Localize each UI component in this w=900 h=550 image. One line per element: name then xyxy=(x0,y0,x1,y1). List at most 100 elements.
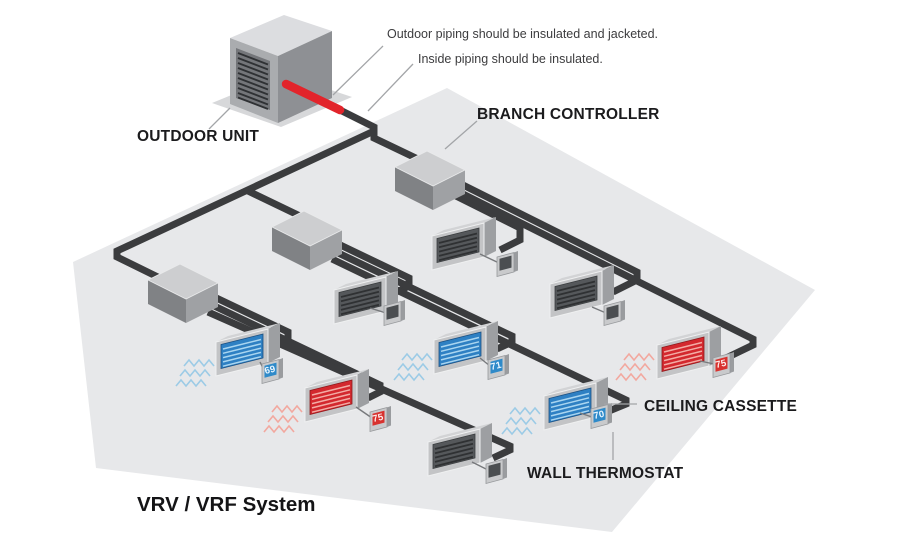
label-outdoor-unit: OUTDOOR UNIT xyxy=(137,128,259,145)
thermostat-display xyxy=(264,362,277,378)
branch-pipe-to-branch-controller-2 xyxy=(246,187,302,220)
thermostat-display xyxy=(488,462,501,478)
thermostat-side xyxy=(608,403,612,424)
thermostat-temperature: 75 xyxy=(715,358,728,371)
cassette-grille-slats xyxy=(556,280,596,310)
thermostat-temperature: 69 xyxy=(264,364,277,377)
bc-right-face xyxy=(310,230,342,270)
pipe-bc1-to-cassette-gray-upper xyxy=(446,188,524,254)
cassette-grille-slats xyxy=(438,232,478,262)
cassette-top-face xyxy=(216,323,280,342)
airflow-wave-icon xyxy=(505,416,537,426)
cassette-top-face xyxy=(434,321,498,340)
thermostat-side xyxy=(279,358,283,379)
thermostat-side xyxy=(514,251,518,272)
cassette-right-face xyxy=(268,323,280,363)
cassette-top-face xyxy=(432,217,496,236)
thermostat-side xyxy=(401,300,405,321)
ceiling-cassette-gray xyxy=(431,217,518,278)
ceiling-cassette-gray xyxy=(427,423,507,485)
thermostat-display xyxy=(372,410,385,426)
thermostat-temperature: 75 xyxy=(372,412,385,425)
cassette-right-face xyxy=(480,423,492,463)
ceiling-cassette-blue: 71 xyxy=(393,321,509,382)
cassette-grille-slats xyxy=(550,392,590,421)
thermostat-display xyxy=(606,304,619,320)
airflow-wave-icon xyxy=(615,372,647,382)
leader-branch-controller-label xyxy=(444,120,478,150)
thermostat-side xyxy=(503,458,507,479)
cassette-grille-slats xyxy=(663,341,703,370)
ceiling-cassette-red: 75 xyxy=(263,369,391,434)
airflow-wave-icon xyxy=(267,414,299,424)
cassette-top-face xyxy=(428,423,492,442)
airflow-wave-icon xyxy=(393,372,425,382)
wall-thermostat xyxy=(603,300,625,327)
leader-outdoor-piping-note xyxy=(332,45,384,96)
branch-controller-1 xyxy=(394,150,466,210)
ceiling-cassette-gray xyxy=(333,271,405,327)
label-branch-controller: BRANCH CONTROLLER xyxy=(477,106,660,123)
bc-left-face xyxy=(272,227,310,270)
thermostat-wire xyxy=(355,406,373,419)
leader-lines xyxy=(208,45,637,460)
thermostat-display xyxy=(593,407,606,423)
airflow-wave-icon xyxy=(623,352,655,362)
wall-thermostat xyxy=(485,458,507,485)
cassette-grille-slats xyxy=(340,286,380,316)
bc-left-face xyxy=(395,167,433,210)
bc-top-face xyxy=(147,263,219,300)
thermostat-display xyxy=(386,304,399,320)
wall-thermostat: 71 xyxy=(487,354,509,381)
airflow-wave-icon xyxy=(501,426,533,436)
cassette-grille-slats xyxy=(434,438,474,468)
ceiling-cassette-blue: 70 xyxy=(501,377,612,436)
branch-controller-3 xyxy=(147,263,219,323)
airflow-wave-icon xyxy=(271,404,303,414)
cassette-grille-slats xyxy=(222,338,262,367)
louver-slats xyxy=(237,52,269,110)
ceiling-cassettes: 69 75 71 70 75 xyxy=(175,217,734,485)
cassette-right-face xyxy=(486,321,498,361)
cassette-right-face xyxy=(386,271,398,311)
bc-left-face xyxy=(148,280,186,323)
wall-thermostat xyxy=(383,300,405,327)
airflow-wave-icon xyxy=(509,406,541,416)
cassette-right-face xyxy=(709,326,721,366)
thermostat-wire xyxy=(471,461,489,471)
wall-thermostat: 70 xyxy=(590,403,612,430)
leader-outdoor-unit-label xyxy=(208,107,231,130)
thermostat-temperature: 70 xyxy=(593,409,606,422)
thermostat-wire xyxy=(369,307,387,314)
cassette-right-face xyxy=(357,369,369,409)
cassette-top-face xyxy=(544,377,608,396)
cassette-top-face xyxy=(334,271,398,290)
branch-controllers xyxy=(147,150,466,323)
airflow-wave-icon xyxy=(175,378,207,388)
pipe-bc1-to-cassette-gray-middle-right xyxy=(453,177,641,296)
pipe-bc2-to-cassette-gray-middle-left xyxy=(330,237,413,296)
thermostat-display xyxy=(715,356,728,372)
cassette-top-face xyxy=(657,326,721,345)
thermostat-side xyxy=(387,406,391,427)
pipe-bc1-to-cassette-red-right xyxy=(453,186,757,364)
outdoor-unit xyxy=(212,15,352,127)
note-outdoor-piping: Outdoor piping should be insulated and j… xyxy=(387,27,658,41)
thermostat-wire xyxy=(699,360,715,365)
label-ceiling-cassette: CEILING CASSETTE xyxy=(644,398,797,415)
note-inside-piping: Inside piping should be insulated. xyxy=(418,52,603,66)
thermostat-wire xyxy=(579,412,593,418)
cassette-grille-slats xyxy=(311,384,351,413)
thermostat-side xyxy=(621,300,625,321)
ceiling-cassette-red: 75 xyxy=(615,326,734,382)
thermostat-side xyxy=(505,354,509,375)
thermostat-wire xyxy=(479,253,500,264)
bc-top-face xyxy=(271,210,343,247)
airflow-wave-icon xyxy=(619,362,651,372)
diagram-title: VRV / VRF System xyxy=(137,493,316,516)
outdoor-unit-top-face xyxy=(230,15,332,56)
thermostat-display xyxy=(499,255,512,271)
wall-thermostat: 75 xyxy=(712,352,734,379)
